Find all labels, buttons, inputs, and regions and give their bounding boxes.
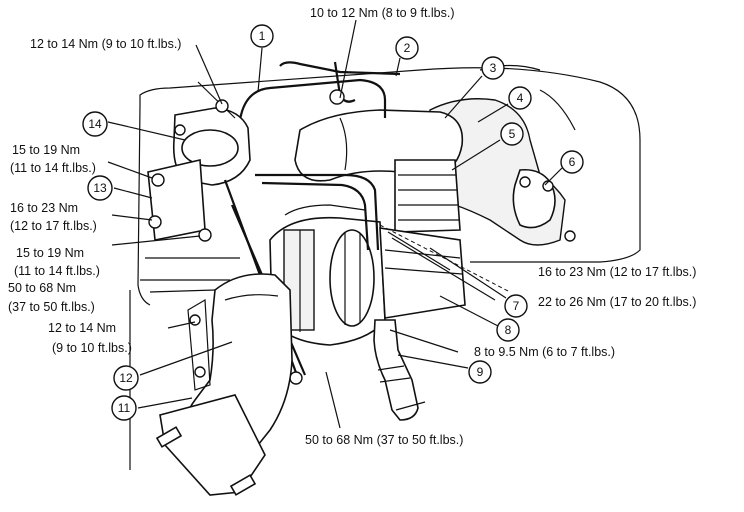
callout-3: 3	[481, 56, 505, 80]
exhaust-manifold	[429, 98, 576, 246]
svg-text:1: 1	[259, 29, 266, 43]
svg-text:13: 13	[93, 181, 107, 195]
torque-label-9: 22 to 26 Nm (17 to 20 ft.lbs.)	[538, 295, 696, 309]
heat-shield	[394, 159, 461, 233]
callouts: 1 2 3 4 5 6 7 8	[82, 24, 584, 421]
callout-1: 1	[250, 24, 274, 48]
callout-11: 11	[111, 395, 137, 421]
svg-text:9: 9	[477, 365, 484, 379]
callout-2: 2	[395, 36, 419, 60]
oil-drain-hose	[373, 319, 426, 421]
svg-text:2: 2	[404, 41, 411, 55]
torque-label-4a: 16 to 23 Nm	[10, 201, 78, 215]
torque-label-4b: (12 to 17 ft.lbs.)	[10, 219, 97, 233]
svg-text:3: 3	[490, 61, 497, 75]
exhaust-elbow	[155, 273, 293, 496]
callout-8: 8	[496, 318, 520, 342]
callout-7: 7	[504, 294, 528, 318]
callout-12: 12	[113, 365, 139, 391]
callout-5: 5	[500, 122, 524, 146]
svg-text:5: 5	[509, 127, 516, 141]
svg-text:4: 4	[517, 91, 524, 105]
torque-label-3b: (11 to 14 ft.lbs.)	[10, 161, 96, 175]
torque-label-3a: 15 to 19 Nm	[12, 143, 80, 157]
callout-6: 6	[560, 150, 584, 174]
svg-text:6: 6	[569, 155, 576, 169]
torque-labels: 10 to 12 Nm (8 to 9 ft.lbs.) 12 to 14 Nm…	[8, 6, 696, 447]
leader-lines	[107, 19, 563, 429]
torque-label-6a: 50 to 68 Nm	[8, 281, 76, 295]
torque-label-7a: 12 to 14 Nm	[48, 321, 116, 335]
torque-label-6b: (37 to 50 ft.lbs.)	[8, 300, 95, 314]
svg-text:11: 11	[118, 401, 131, 415]
callout-14: 14	[82, 111, 108, 137]
upper-bracket	[279, 61, 401, 105]
svg-text:8: 8	[505, 323, 512, 337]
torque-label-10: 8 to 9.5 Nm (6 to 7 ft.lbs.)	[474, 345, 615, 359]
svg-text:12: 12	[119, 371, 133, 385]
torque-label-8: 16 to 23 Nm (12 to 17 ft.lbs.)	[538, 265, 696, 279]
torque-label-1: 10 to 12 Nm (8 to 9 ft.lbs.)	[310, 6, 455, 20]
torque-label-5a: 15 to 19 Nm	[16, 246, 84, 260]
torque-label-11: 50 to 68 Nm (37 to 50 ft.lbs.)	[305, 433, 463, 447]
torque-label-7b: (9 to 10 ft.lbs.)	[52, 341, 132, 355]
callout-9: 9	[468, 360, 492, 384]
oil-lines	[238, 78, 387, 251]
torque-label-2: 12 to 14 Nm (9 to 10 ft.lbs.)	[30, 37, 181, 51]
svg-text:7: 7	[513, 299, 520, 313]
torque-label-5b: (11 to 14 ft.lbs.)	[14, 264, 100, 278]
callout-13: 13	[87, 175, 113, 201]
mounting-bracket	[147, 159, 212, 242]
svg-text:14: 14	[88, 117, 102, 131]
callout-4: 4	[508, 86, 532, 110]
